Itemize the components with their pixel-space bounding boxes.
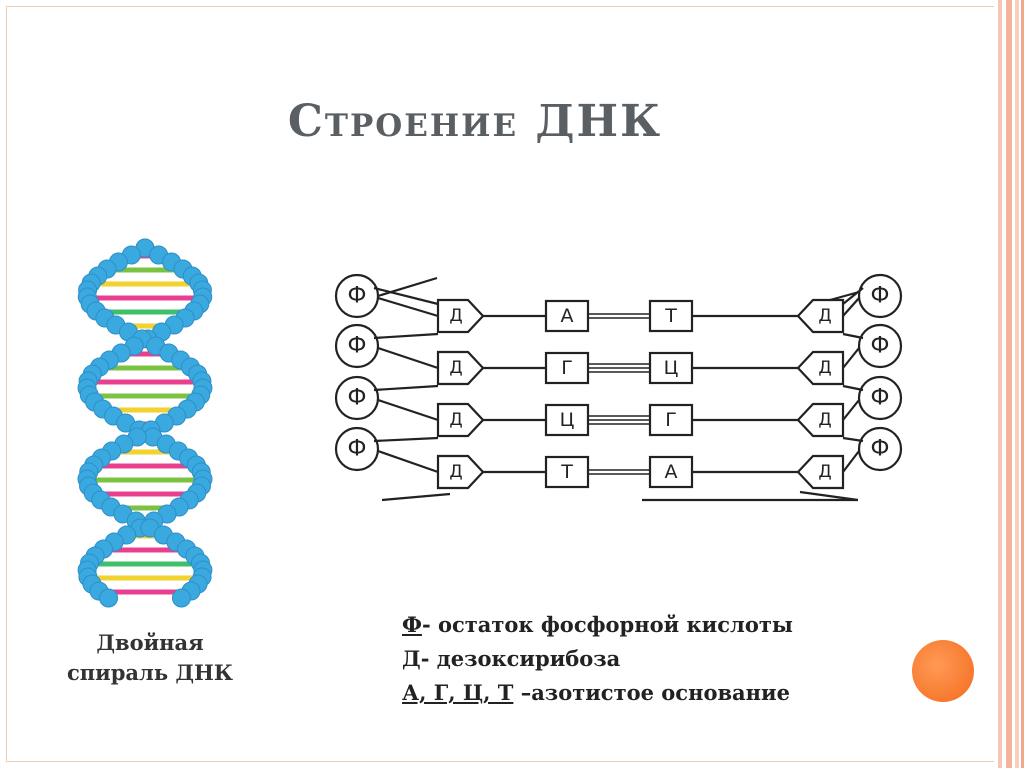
base-label-left: Ц: [560, 409, 575, 431]
phosphate-sugar-link: [842, 332, 864, 340]
base-label-right: Г: [665, 409, 677, 431]
legend-item-phosphate: Ф- остаток фосфорной кислоты: [402, 608, 922, 642]
phosphate-sugar-link: [842, 347, 860, 369]
sugar-pentagon-right: [796, 350, 845, 386]
phosphate-label: Ф: [871, 437, 890, 462]
phosphate-sugar-link: [377, 398, 439, 422]
base-box-right: [648, 403, 694, 437]
helix-caption-line2: спираль ДНК: [66, 660, 233, 685]
phosphate-circle-left: [334, 375, 380, 421]
base-label-right: Т: [664, 305, 677, 327]
base-box-right: [648, 455, 694, 489]
sugar-label: Д: [818, 462, 831, 482]
decorative-orange-circle: [912, 640, 974, 702]
sugar-label: Д: [449, 462, 462, 482]
slide-title: Строение ДНК: [287, 96, 663, 147]
sugar-pentagon-right: [796, 402, 845, 438]
backbone-line: [829, 290, 860, 302]
phosphate-sugar-link: [373, 286, 439, 306]
backbone-line: [377, 276, 438, 298]
base-label-left: Г: [561, 357, 573, 379]
phosphate-label: Ф: [348, 437, 367, 462]
phosphate-sugar-link: [373, 384, 439, 392]
base-box-left: [544, 299, 590, 333]
sugar-pentagon-right: [796, 454, 845, 490]
sugar-pentagon-left: [436, 402, 485, 438]
phosphate-circle-right: [857, 323, 903, 369]
sugar-pentagon-right: [796, 298, 845, 334]
phosphate-label: Ф: [871, 334, 890, 359]
base-box-right: [648, 299, 694, 333]
helix-caption-line1: Двойная: [96, 630, 204, 655]
helix-caption: Двойная спираль ДНК: [40, 628, 260, 688]
helix-backbone: [77, 238, 213, 608]
backbone-line: [799, 490, 859, 502]
legend-key: Д: [402, 646, 421, 671]
legend-key: Ф: [402, 612, 422, 637]
sugar-label: Д: [818, 410, 831, 430]
legend: Ф- остаток фосфорной кислоты Д- дезоксир…: [402, 608, 922, 710]
phosphate-circle-right: [857, 375, 903, 421]
legend-item-bases: А, Г, Ц, Т –азотистое основание: [402, 676, 922, 710]
phosphate-sugar-link: [842, 436, 864, 443]
phosphate-sugar-link: [377, 346, 439, 370]
legend-key: А, Г, Ц, Т: [402, 680, 514, 705]
phosphate-label: Ф: [348, 386, 367, 411]
decorative-stripes: [994, 0, 1024, 768]
phosphate-circle-left: [334, 323, 380, 369]
phosphate-sugar-link: [373, 332, 439, 340]
phosphate-sugar-link: [842, 399, 860, 421]
phosphate-sugar-link: [842, 384, 864, 392]
sugar-pentagon-left: [436, 298, 485, 334]
dna-helix-illustration: [77, 238, 213, 608]
phosphate-sugar-link: [373, 436, 439, 443]
base-label-left: А: [561, 305, 574, 327]
base-label-left: Т: [560, 461, 573, 483]
sugar-label: Д: [449, 306, 462, 326]
phosphate-circle-left: [334, 426, 380, 472]
backbone-bead: [171, 588, 191, 608]
phosphate-sugar-link: [377, 449, 439, 474]
backbone-bead: [99, 588, 119, 608]
legend-text: - дезоксирибоза: [420, 646, 621, 671]
legend-item-sugar: Д- дезоксирибоза: [402, 642, 922, 676]
phosphate-sugar-link: [842, 450, 860, 473]
sugar-pentagon-left: [436, 454, 485, 490]
base-box-left: [544, 455, 590, 489]
base-label-right: А: [665, 461, 678, 483]
sugar-label: Д: [449, 410, 462, 430]
phosphate-label: Ф: [348, 334, 367, 359]
phosphate-sugar-link: [842, 297, 860, 317]
phosphate-label: Ф: [348, 284, 367, 309]
sugar-label: Д: [818, 358, 831, 378]
base-label-right: Ц: [664, 357, 679, 379]
backbone-line: [381, 492, 451, 502]
sugar-pentagon-left: [436, 350, 485, 386]
sugar-label: Д: [818, 306, 831, 326]
phosphate-sugar-link: [377, 296, 439, 318]
phosphate-sugar-link: [842, 287, 864, 305]
legend-text: - остаток фосфорной кислоты: [421, 612, 793, 637]
phosphate-circle-right: [857, 426, 903, 472]
phosphate-label: Ф: [871, 284, 890, 309]
phosphate-circle-right: [857, 273, 903, 319]
legend-text: –азотистое основание: [513, 680, 790, 705]
phosphate-label: Ф: [871, 386, 890, 411]
sugar-label: Д: [449, 358, 462, 378]
